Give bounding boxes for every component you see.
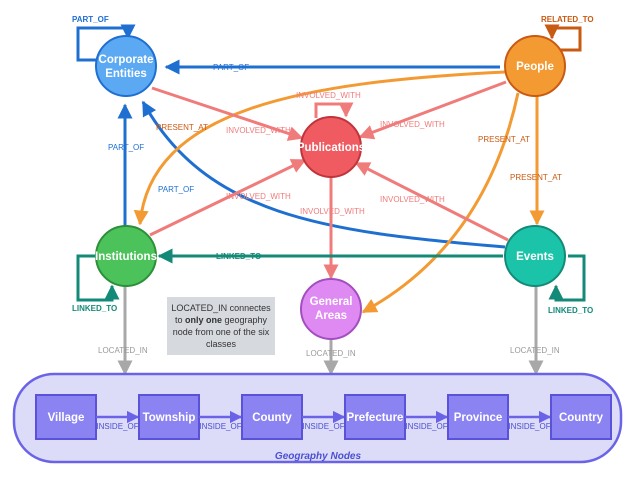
geo-box-prefecture[interactable] <box>344 394 406 440</box>
node-general-label-1: General <box>310 296 353 308</box>
inside-of-label: INSIDE_OF <box>199 422 241 431</box>
label-present-at-inst: PRESENT_AT <box>156 123 208 132</box>
node-events[interactable]: Events <box>504 225 566 287</box>
edge-institutions-involved-publications <box>149 158 307 237</box>
edge-people-present-at-general <box>361 92 520 314</box>
label-involved-inst-pub: INVOLVED_WITH <box>226 192 291 201</box>
geo-box-village[interactable] <box>35 394 97 440</box>
node-publications[interactable]: Publications <box>297 116 365 178</box>
label-linked-to-events-inst: LINKED_TO <box>216 252 261 261</box>
label-involved-corp-pub: INVOLVED_WITH <box>226 126 291 135</box>
geography-panel: Geography Nodes VillageINSIDE_OFTownship… <box>12 372 623 464</box>
edge-corporate-involved-publications <box>151 86 304 141</box>
node-corporate-entities[interactable]: Corporate Entities <box>95 35 157 97</box>
label-involved-pub-general: INVOLVED_WITH <box>300 207 365 216</box>
geo-box-county[interactable] <box>241 394 303 440</box>
edge-institutions-self-loop <box>76 254 120 302</box>
label-related-to-self: RELATED_TO <box>541 15 594 24</box>
note-line-1: LOCATED_IN connectes <box>171 303 271 313</box>
geo-box-township[interactable] <box>138 394 200 440</box>
edge-events-part-of-corporate <box>141 100 506 249</box>
node-people-label: People <box>516 61 554 73</box>
label-part-of-people-corporate: PART_OF <box>213 63 249 72</box>
geo-box-country[interactable] <box>550 394 612 440</box>
edge-publications-self-loop <box>314 102 354 118</box>
node-events-label: Events <box>516 251 554 263</box>
label-present-at-general: PRESENT_AT <box>478 135 530 144</box>
label-linked-to-self-inst: LINKED_TO <box>72 304 117 313</box>
geography-title: Geography Nodes <box>275 451 362 462</box>
label-involved-people-pub: INVOLVED_WITH <box>380 120 445 129</box>
edge-labels: PART_OF RELATED_TO PART_OF INVOLVED_WITH… <box>72 15 594 358</box>
label-part-of-self: PART_OF <box>72 15 109 24</box>
inside-of-label: INSIDE_OF <box>96 422 138 431</box>
edge-people-self-loop <box>544 24 582 52</box>
geography-chain: VillageINSIDE_OFTownshipINSIDE_OFCountyI… <box>35 394 612 440</box>
node-general-areas[interactable]: General Areas <box>300 278 362 340</box>
geo-box-label-country: Country <box>559 412 604 424</box>
note-line-4: classes <box>206 339 237 349</box>
node-corporate-label-1: Corporate <box>99 54 154 66</box>
note-line-2: to only one geography <box>175 315 268 325</box>
node-institutions-label: Institutions <box>95 251 157 263</box>
geo-box-label-county: County <box>252 412 292 424</box>
geo-box-label-township: Township <box>143 412 196 424</box>
label-part-of-inst-corp: PART_OF <box>108 143 144 152</box>
located-in-note: LOCATED_IN connectes to only one geograp… <box>167 297 275 355</box>
inside-of-label: INSIDE_OF <box>302 422 344 431</box>
node-general-label-2: Areas <box>315 310 347 322</box>
geo-box-province[interactable] <box>447 394 509 440</box>
edge-corporate-self-loop <box>76 24 136 62</box>
node-people[interactable]: People <box>504 35 566 97</box>
label-linked-to-self-events: LINKED_TO <box>548 306 593 315</box>
edge-people-involved-publications <box>358 80 507 140</box>
label-present-at-events: PRESENT_AT <box>510 173 562 182</box>
node-publications-label: Publications <box>297 142 365 154</box>
label-involved-with-self: INVOLVED_WITH <box>296 91 361 100</box>
label-located-in-events: LOCATED_IN <box>510 346 560 355</box>
geo-box-label-province: Province <box>454 412 503 424</box>
label-involved-events-pub: INVOLVED_WITH <box>380 195 445 204</box>
note-line-3: node from one of the six <box>173 327 270 337</box>
edge-people-present-at-institutions <box>133 70 506 226</box>
label-part-of-events-corp: PART_OF <box>158 185 194 194</box>
label-located-in-inst: LOCATED_IN <box>98 346 148 355</box>
geo-box-label-village: Village <box>48 412 85 424</box>
edge-events-involved-publications <box>354 161 509 242</box>
geo-box-label-prefecture: Prefecture <box>347 412 404 424</box>
inside-of-label: INSIDE_OF <box>508 422 550 431</box>
node-corporate-label-2: Entities <box>105 68 147 80</box>
inside-of-label: INSIDE_OF <box>405 422 447 431</box>
label-located-in-general: LOCATED_IN <box>306 349 356 358</box>
edge-events-self-loop <box>548 254 586 302</box>
node-institutions[interactable]: Institutions <box>95 225 157 287</box>
